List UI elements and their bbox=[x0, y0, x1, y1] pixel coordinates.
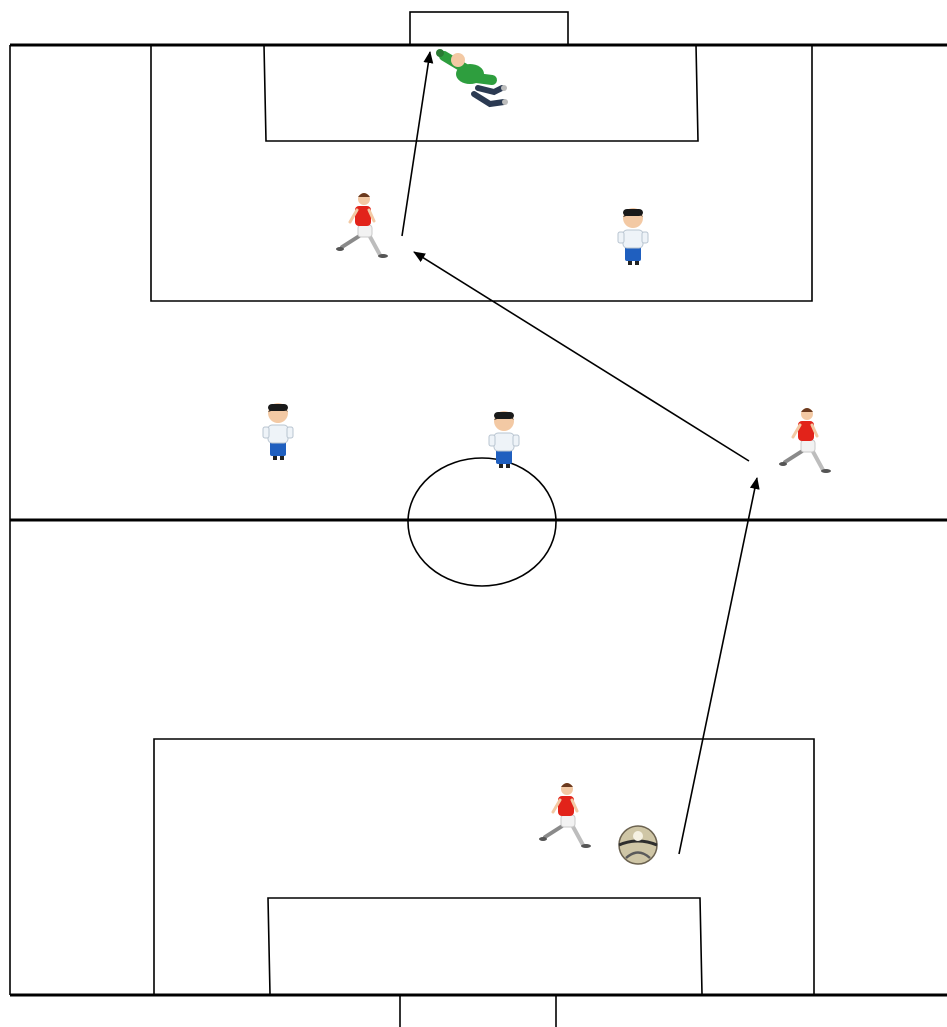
soccer-ball-icon bbox=[619, 826, 657, 864]
